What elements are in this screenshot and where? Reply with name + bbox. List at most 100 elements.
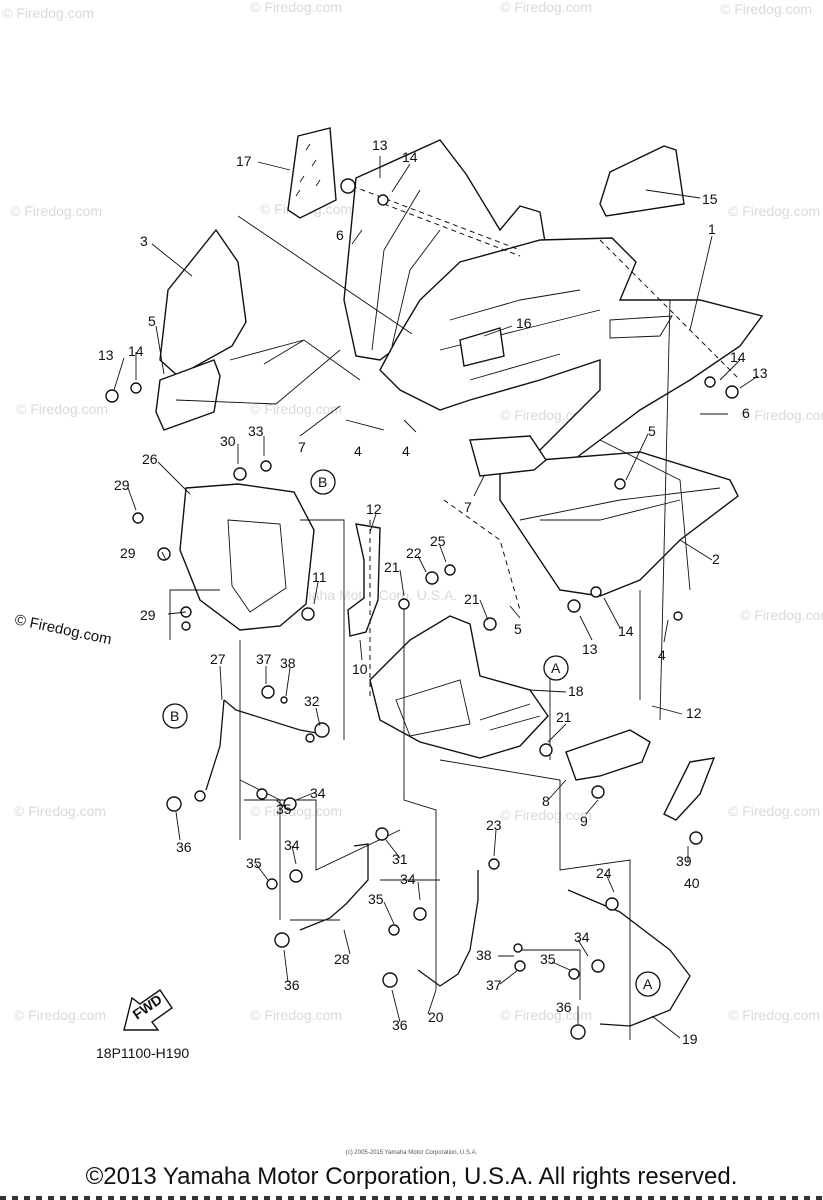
callout-14: 14 (618, 623, 634, 639)
callout-3: 3 (140, 233, 148, 249)
watermark: © Firedog.com (10, 203, 102, 219)
part-18-lower-cover (369, 615, 549, 759)
callout-13: 13 (752, 365, 768, 381)
callout-4: 4 (658, 647, 666, 663)
callout-38: 38 (280, 655, 296, 671)
part-7-duct (469, 435, 547, 477)
callout-13: 13 (582, 641, 598, 657)
callout-4: 4 (354, 443, 362, 459)
callout-5: 5 (148, 313, 156, 329)
watermark: © Firedog.com (16, 401, 108, 417)
callout-15: 15 (702, 191, 718, 207)
part-10-stay (347, 523, 381, 637)
watermark: © Firedog.com (740, 407, 823, 423)
part-16-pad (459, 327, 505, 367)
callout-25: 25 (430, 533, 446, 549)
callout-1: 1 (708, 221, 716, 237)
callout-29: 29 (140, 607, 156, 623)
watermark: © Firedog.com (14, 803, 106, 819)
watermark: © Firedog.com (500, 807, 592, 823)
watermark: © Firedog.com (13, 611, 113, 648)
part-19-stay (567, 889, 691, 1027)
callout-13: 13 (372, 137, 388, 153)
callout-20: 20 (428, 1009, 444, 1025)
callout-37: 37 (256, 651, 272, 667)
callout-24: 24 (596, 865, 612, 881)
fwd-arrow: FWD (123, 989, 173, 1031)
part-20-stay (417, 870, 479, 987)
watermark: © Firedog.com (500, 1007, 592, 1023)
watermark: © Firedog.com (500, 0, 592, 15)
ref-marker-a: A (551, 660, 561, 676)
callout-35: 35 (368, 891, 384, 907)
callout-8: 8 (542, 793, 550, 809)
ref-marker-b: B (170, 708, 179, 724)
part-28-stay (299, 843, 369, 931)
part-26-inner-panel (179, 483, 315, 631)
callout-29: 29 (120, 545, 136, 561)
part-3-side-panel (159, 228, 247, 377)
callout-14: 14 (128, 343, 144, 359)
callout-22: 22 (406, 545, 422, 561)
callout-36: 36 (284, 977, 300, 993)
part-39-bracket (663, 757, 716, 821)
watermark: © Firedog.com (500, 407, 592, 423)
callout-7: 7 (298, 439, 306, 455)
watermark: © Firedog.com (720, 1, 812, 17)
callout-13: 13 (98, 347, 114, 363)
callout-35: 35 (246, 855, 262, 871)
callout-12: 12 (686, 705, 702, 721)
callout-21: 21 (384, 559, 400, 575)
callout-6: 6 (336, 227, 344, 243)
part-15-panel (599, 145, 685, 217)
part-5-bracket (155, 359, 221, 431)
part-17-panel (287, 127, 337, 219)
ref-marker-a: A (643, 976, 653, 992)
watermark: © Firedog.com (250, 0, 342, 15)
callout-23: 23 (486, 817, 502, 833)
callout-12: 12 (366, 501, 382, 517)
callout-34: 34 (400, 871, 416, 887)
ref-markers: B B A A (162, 469, 661, 997)
callout-36: 36 (176, 839, 192, 855)
callout-36: 36 (392, 1017, 408, 1033)
callout-14: 14 (402, 149, 418, 165)
watermark: © Firedog.com (250, 401, 342, 417)
watermark: © Firedog.com (250, 803, 342, 819)
callout-11: 11 (312, 569, 327, 585)
callout-29: 29 (114, 477, 130, 493)
callout-27: 27 (210, 651, 226, 667)
callout-28: 28 (334, 951, 350, 967)
callout-9: 9 (580, 813, 588, 829)
part-2-side-cowl (499, 451, 739, 597)
callout-35: 35 (276, 801, 292, 817)
callout-18: 18 (568, 683, 584, 699)
part-8-bracket (565, 729, 651, 781)
watermark: © Firedog.com (250, 1007, 342, 1023)
callout-21: 21 (556, 709, 572, 725)
watermark: © Firedog.com (740, 607, 823, 623)
callout-21: 21 (464, 591, 480, 607)
callout-36: 36 (556, 999, 572, 1015)
callout-10: 10 (352, 661, 368, 677)
callout-16: 16 (516, 315, 532, 331)
bottom-divider (0, 1196, 823, 1200)
ref-marker-b: B (318, 474, 327, 490)
watermark: © Firedog.com (14, 1007, 106, 1023)
part-27-stay (205, 699, 323, 791)
callout-34: 34 (574, 929, 590, 945)
watermark: © Firedog.com (728, 203, 820, 219)
callout-labels: 17 13 14 15 3 6 1 5 13 14 16 14 13 6 7 4… (98, 137, 768, 1047)
callout-5: 5 (648, 423, 656, 439)
callout-7: 7 (464, 499, 472, 515)
watermark: © Firedog.com (2, 5, 94, 21)
callout-38: 38 (476, 947, 492, 963)
callout-14: 14 (730, 349, 746, 365)
callout-4: 4 (402, 443, 410, 459)
callout-19: 19 (682, 1031, 698, 1047)
callout-32: 32 (304, 693, 320, 709)
callout-2: 2 (712, 551, 720, 567)
diagram-code: 18P1100-H190 (96, 1045, 189, 1061)
watermark-layer: © Firedog.com © Firedog.com © Firedog.co… (2, 0, 823, 1023)
